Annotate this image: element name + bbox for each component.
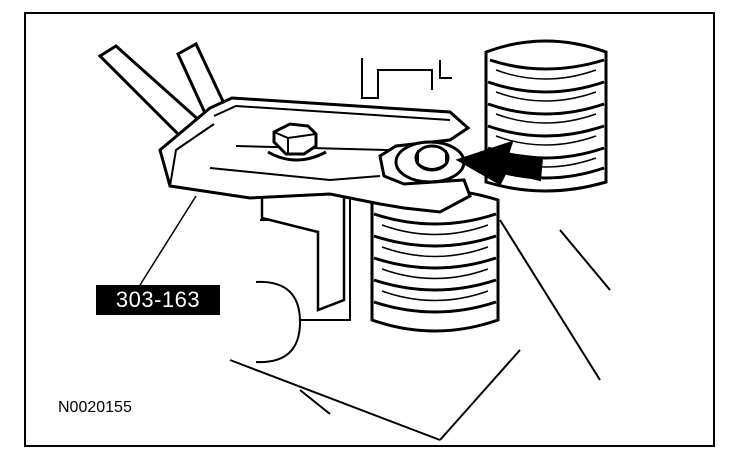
casting-cutout [255, 280, 302, 364]
jaw-bolt [267, 122, 327, 162]
figure-border [24, 12, 715, 447]
tool-number-label: 303-163 [96, 285, 220, 315]
front-valve-spring [370, 188, 500, 333]
tool-leader-line [139, 195, 197, 286]
illustration-reference-code: N0020155 [58, 399, 132, 416]
compressor-jaw [158, 96, 472, 214]
valve-retainer [394, 140, 466, 184]
rear-valve-spring [484, 39, 608, 193]
pivot-block [260, 184, 346, 312]
tool-number-text: 303-163 [115, 287, 201, 312]
pointer-arrow [455, 140, 544, 186]
